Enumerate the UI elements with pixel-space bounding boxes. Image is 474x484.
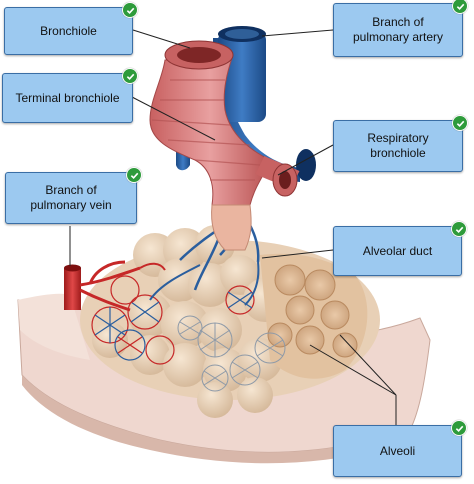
label-alveoli[interactable]: Alveoli (333, 420, 467, 477)
check-icon (122, 2, 138, 18)
label-alveolar-duct[interactable]: Alveolar duct (333, 221, 467, 276)
label-alveoli-text: Alveoli (379, 443, 416, 458)
capillary-nets-gray (177, 315, 286, 392)
check-icon (122, 68, 138, 84)
label-bronchiole[interactable]: Bronchiole (4, 2, 138, 55)
leader-lines (69, 29, 397, 425)
check-icon (451, 221, 467, 237)
label-terminal-bronchiole-text: Terminal bronchiole (15, 90, 120, 105)
check-icon (452, 115, 468, 131)
label-respiratory-bronchiole-text: Respiratory bronchiole (367, 131, 429, 160)
label-branch-pulmonary-vein[interactable]: Branch of pulmonary vein (5, 167, 142, 224)
pulmonary-vein (64, 260, 166, 312)
label-branch-pulmonary-vein-text: Branch of pulmonary vein (30, 183, 112, 212)
label-bronchiole-text: Bronchiole (40, 23, 97, 38)
check-icon (451, 420, 467, 436)
check-icon (452, 0, 468, 14)
bronchiole (149, 40, 300, 251)
alveolar-cluster (80, 225, 380, 418)
check-icon (126, 167, 142, 183)
label-respiratory-bronchiole[interactable]: Respiratory bronchiole (333, 115, 468, 172)
label-alveolar-duct-text: Alveolar duct (362, 243, 433, 258)
label-branch-pulmonary-artery[interactable]: Branch of pulmonary artery (333, 0, 468, 57)
label-terminal-bronchiole[interactable]: Terminal bronchiole (2, 68, 138, 123)
capillary-nets-colored (91, 275, 255, 365)
label-branch-pulmonary-artery-text: Branch of pulmonary artery (352, 15, 444, 44)
